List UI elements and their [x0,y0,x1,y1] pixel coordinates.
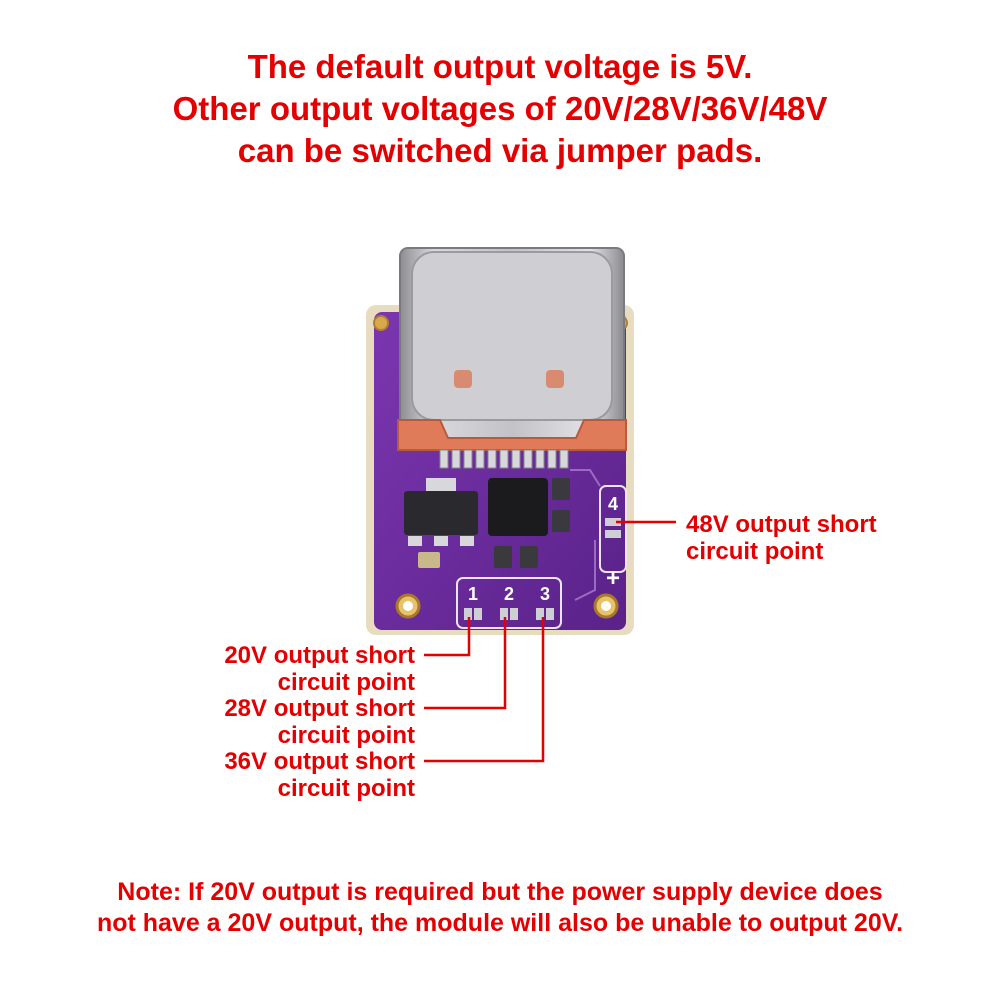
mount-hole-top-left [373,315,389,331]
header-line-1: The default output voltage is 5V. [247,48,753,85]
label-28v: 28V output short circuit point [224,695,415,749]
label-28v-line-2: circuit point [277,722,415,749]
ic-chip-sot [404,478,478,546]
note-line-1: Note: If 20V output is required but the … [117,878,883,906]
label-48v: 48V output short circuit point [686,511,877,565]
leader-28v [424,617,507,710]
header-line-3: can be switched via jumper pads. [237,132,763,169]
label-36v-line-2: circuit point [277,775,415,802]
label-48v-line-1: 48V output short [686,511,877,538]
pad-number-1: 1 [468,584,478,604]
usb-c-connector [397,247,627,469]
label-36v-line-1: 36V output short [224,748,415,775]
header-line-2: Other output voltages of 20V/28V/36V/48V [172,90,828,127]
label-20v-line-2: circuit point [277,669,415,696]
label-28v-line-1: 28V output short [224,695,415,722]
note: Note: If 20V output is required but the … [0,877,1000,939]
header: The default output voltage is 5V. Other … [0,46,1000,172]
pad-number-2: 2 [504,584,514,604]
label-20v: 20V output short circuit point [224,642,415,696]
leader-20v [424,617,471,657]
passive-components [418,478,570,568]
pad-number-3: 3 [540,584,550,604]
leader-lines [424,520,676,763]
pad-number-4: 4 [608,494,618,514]
label-48v-line-2: circuit point [686,538,824,565]
plus-marking: + [606,565,620,592]
ic-chip-large [488,478,548,536]
label-20v-line-1: 20V output short [224,642,415,669]
leader-36v [424,617,545,763]
note-line-2: not have a 20V output, the module will a… [96,909,904,937]
jumper-pads-row: 1 2 3 [456,577,562,629]
label-36v: 36V output short circuit point [224,748,415,802]
jumper-pad-4: 4 + [599,485,627,592]
pcb-traces [570,469,601,601]
